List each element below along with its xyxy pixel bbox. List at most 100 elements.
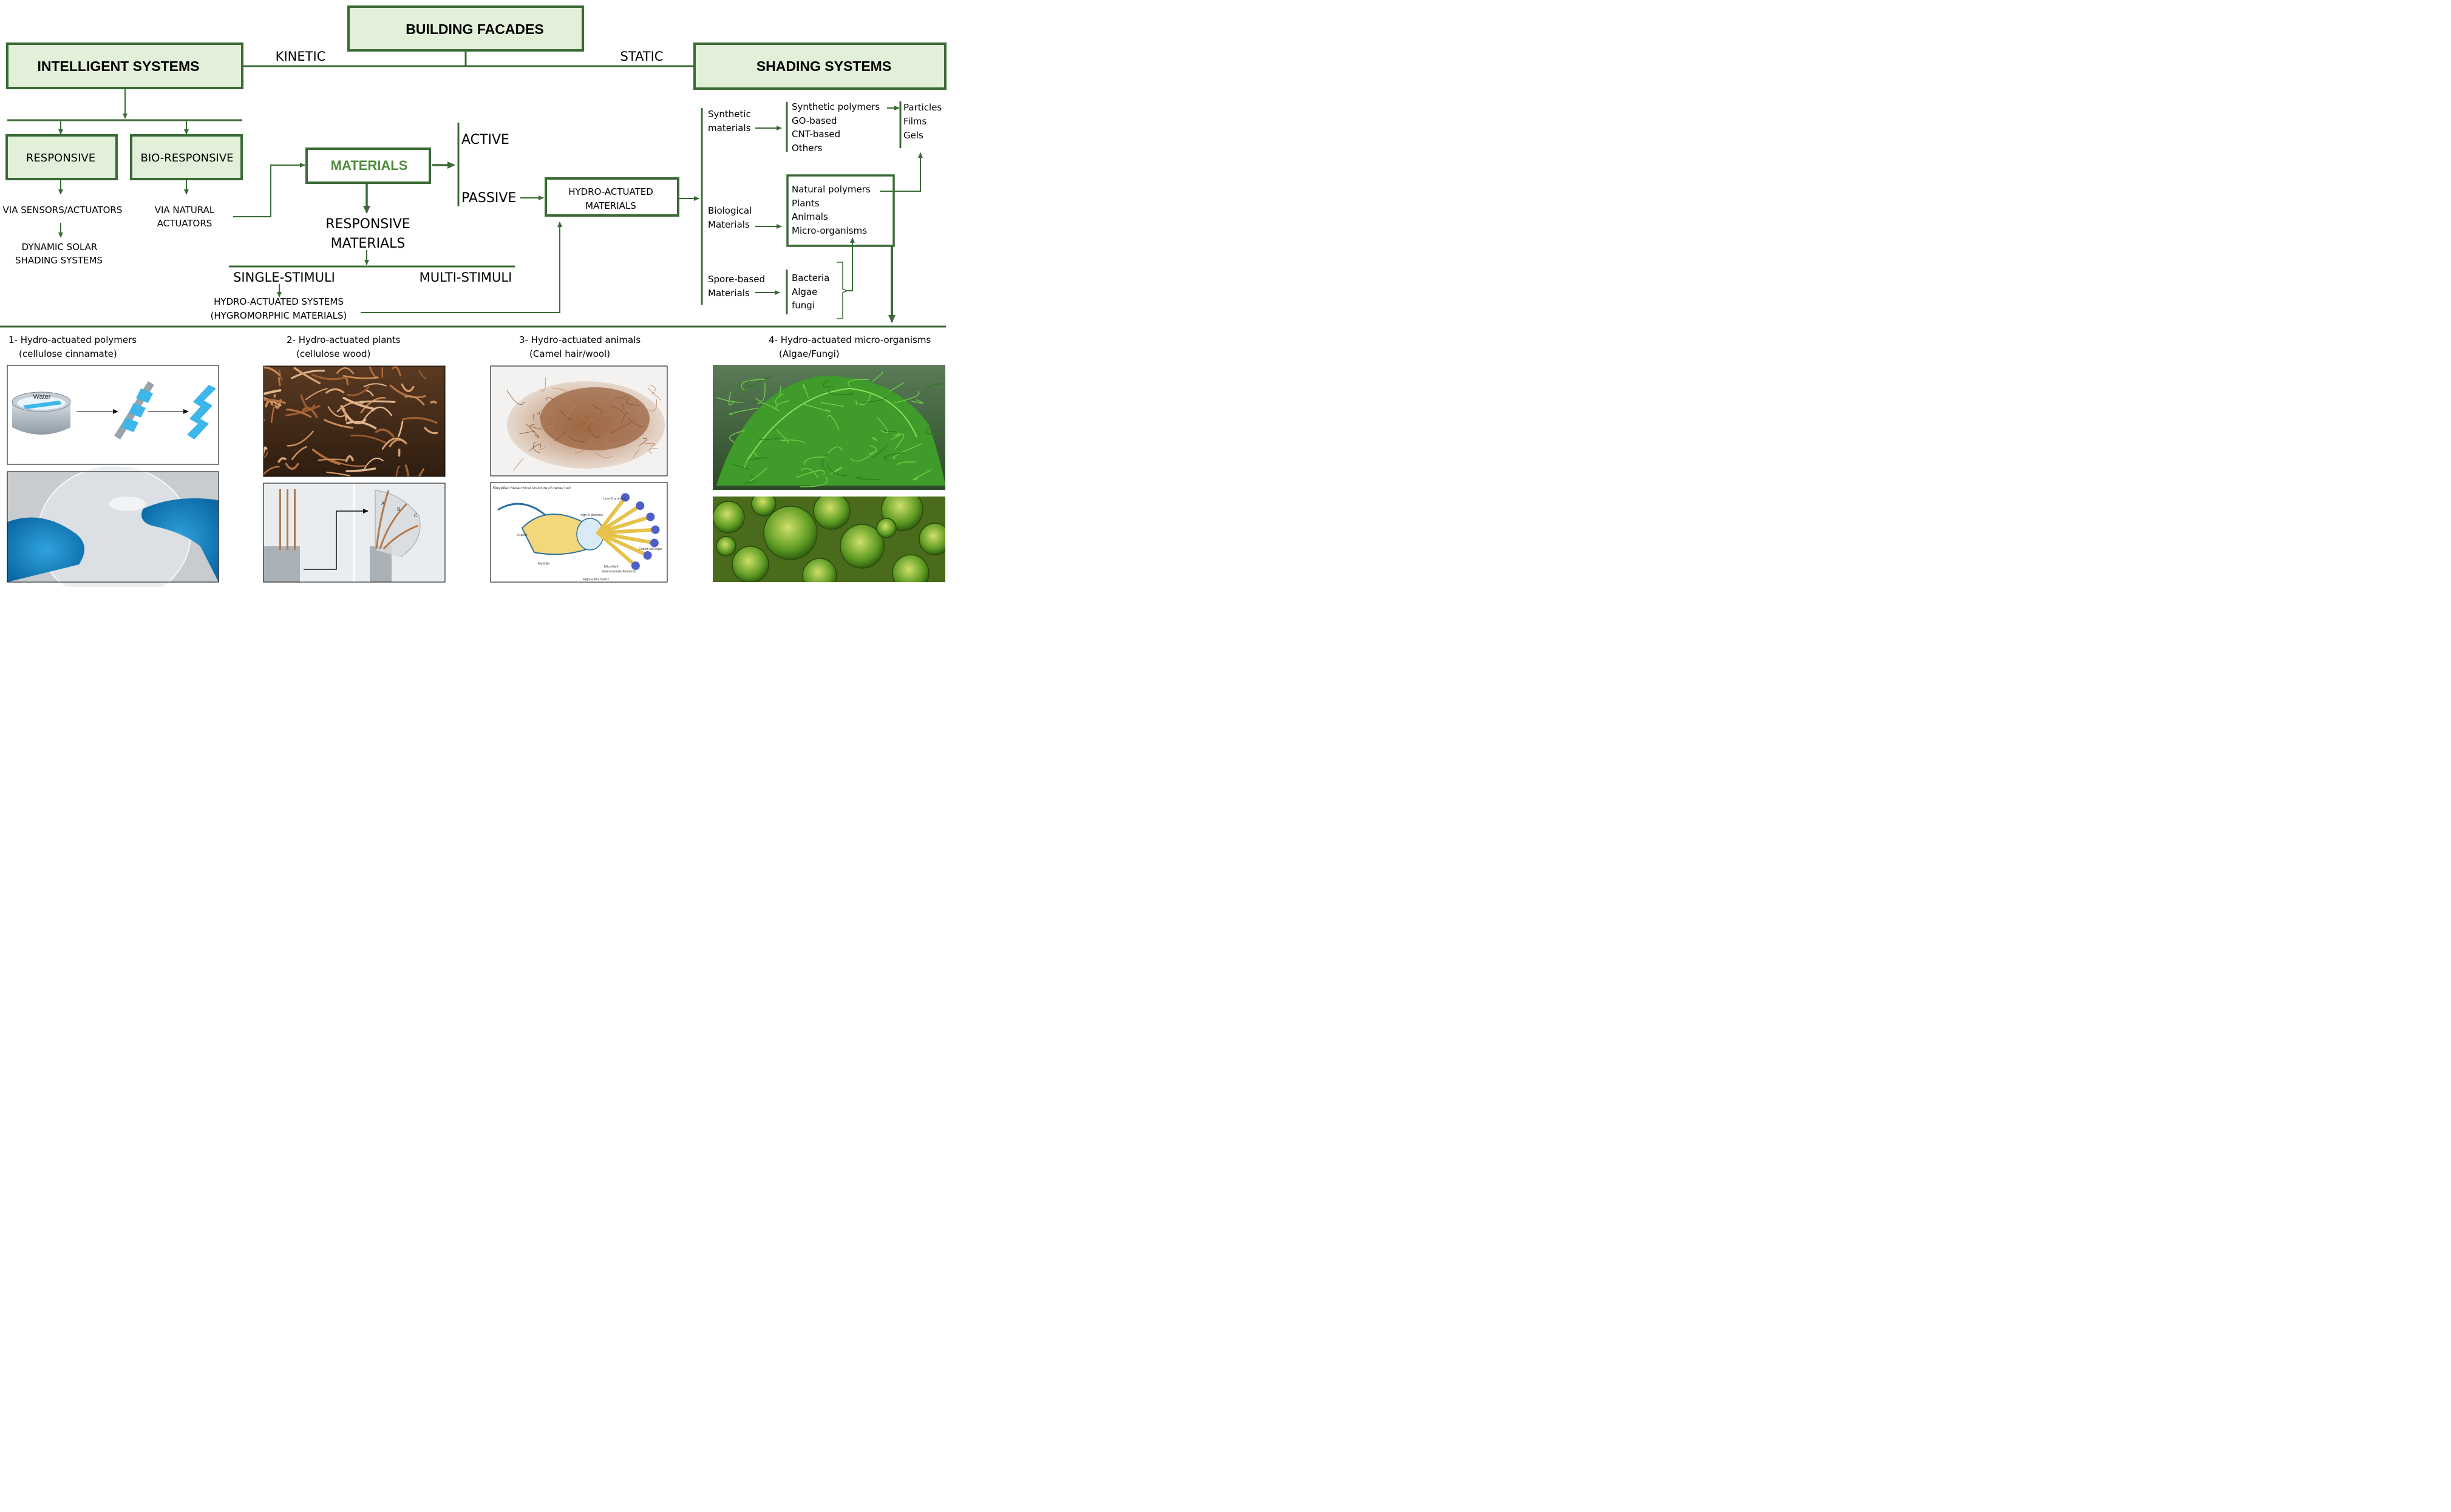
algae-thread [855,400,858,406]
bio-responsive-box [130,134,243,180]
algae-cell [876,518,897,538]
actuators-label: ACTUATORS [157,218,212,229]
hair-wisp [591,404,603,414]
algae-thread [883,452,905,460]
wood-strand [327,406,347,418]
algae-thread [826,464,847,476]
wood-strand [263,466,280,476]
algae-thread [856,475,880,480]
wood-strand [263,398,287,404]
algae-thread [893,391,920,404]
wood-strand [404,464,410,476]
algae-thread [889,382,905,392]
coiled-coil-ropes [596,493,660,571]
wood-strand [418,468,425,476]
hair-wisp [537,411,541,415]
wood-strand [363,383,387,388]
natural-item-2: Plants [792,198,820,209]
panel-2-title: 2- Hydro-actuated plants [287,334,401,345]
algae-cells [713,497,945,582]
algae-thread [755,382,766,402]
wood-photo-frame [263,365,446,477]
wood-strand [404,395,425,405]
wood-strand [345,378,349,386]
biological-label-2: Materials [708,219,750,230]
algae-cell [732,546,769,582]
algae-cell [713,501,745,534]
rope-strand [596,504,642,535]
rope-end [646,512,655,521]
spore-item-3: fungi [792,300,815,311]
hair-wisp [639,438,647,446]
hair-wisp [612,401,628,412]
algae-thread [803,403,831,412]
wood-strand [271,406,275,423]
algae-cell [802,558,837,582]
forms-item-1: Particles [903,102,942,113]
spore-item-1: Bacteria [792,273,829,283]
shading-systems-label: SHADING SYSTEMS [756,58,891,74]
intelligent-systems-box [6,42,243,89]
rope-strand [596,495,627,535]
panel-4-title: 4- Hydro-actuated micro-organisms [769,334,931,345]
intelligent-systems-label: INTELLIGENT SYSTEMS [37,58,199,74]
algae-thread [827,446,843,454]
algae-thread [876,416,889,433]
hydro-materials-label-2: MATERIALS [585,200,636,211]
algae-thread [891,433,901,441]
building-facades-label: BUILDING FACADES [406,21,543,37]
wood-strand [263,415,266,421]
hair-wisp [625,398,641,406]
algae-thread [750,375,775,387]
materials-box [305,147,431,184]
spore-label-2: Materials [708,288,750,299]
hair-label-3: Cuticle [517,534,528,537]
via-sensors-label: VIA SENSORS/ACTUATORS [3,205,123,215]
wood-strand [277,457,287,463]
wood-strand [263,366,281,376]
hair-label-2: High-S proteins [580,514,603,517]
wood-strand [398,421,404,438]
forms-item-2: Films [903,116,926,127]
wood-strand [392,366,401,376]
panel-3-title: 3- Hydro-actuated animals [519,334,641,345]
algae-thread [872,371,883,382]
rope-strand [596,531,656,545]
algae-thread [871,436,877,441]
polymer-film-photo [7,466,219,587]
wood-strand [311,373,347,381]
hair-label-6: Microfibril [604,565,619,569]
wood-actuation-photo: A B C [263,483,446,583]
hair-wisp [554,431,567,442]
wood-strand [401,416,438,424]
strip-b [287,489,288,550]
hair-structure-diagram: Simplified hierarchical structure of cam… [490,482,668,583]
hair-wisp [579,414,585,421]
wood-strand [342,396,375,410]
synthetic-item-1: Synthetic polymers [792,101,880,112]
algae-thread [796,470,825,478]
hair-wisp [648,448,658,454]
hair-label-5: Medulla [538,562,550,566]
hair-wisp [559,409,571,421]
wood-strand [263,397,282,407]
right-glove [141,498,219,582]
arrow-natural-to-forms [880,152,923,192]
hair-wisp [597,399,606,403]
hair-wisp [533,441,540,453]
hair-wisp [644,442,656,447]
hair-wisp [590,418,601,424]
spiral-strip [187,385,216,439]
wood-test-frame [263,483,446,583]
algae-thread [858,392,872,405]
hair-wisp [614,396,626,399]
hair-photo-frame [490,365,668,476]
responsive-box [5,134,118,180]
algae-thread [930,416,936,429]
polymer-schematic-image: Water [7,365,219,465]
wood-strand [369,366,378,378]
hair-label-8: High-sulfur matrix [583,578,609,581]
wood-strand [359,400,396,403]
algae-thread [716,397,744,403]
forms-item-3: Gels [903,130,923,141]
